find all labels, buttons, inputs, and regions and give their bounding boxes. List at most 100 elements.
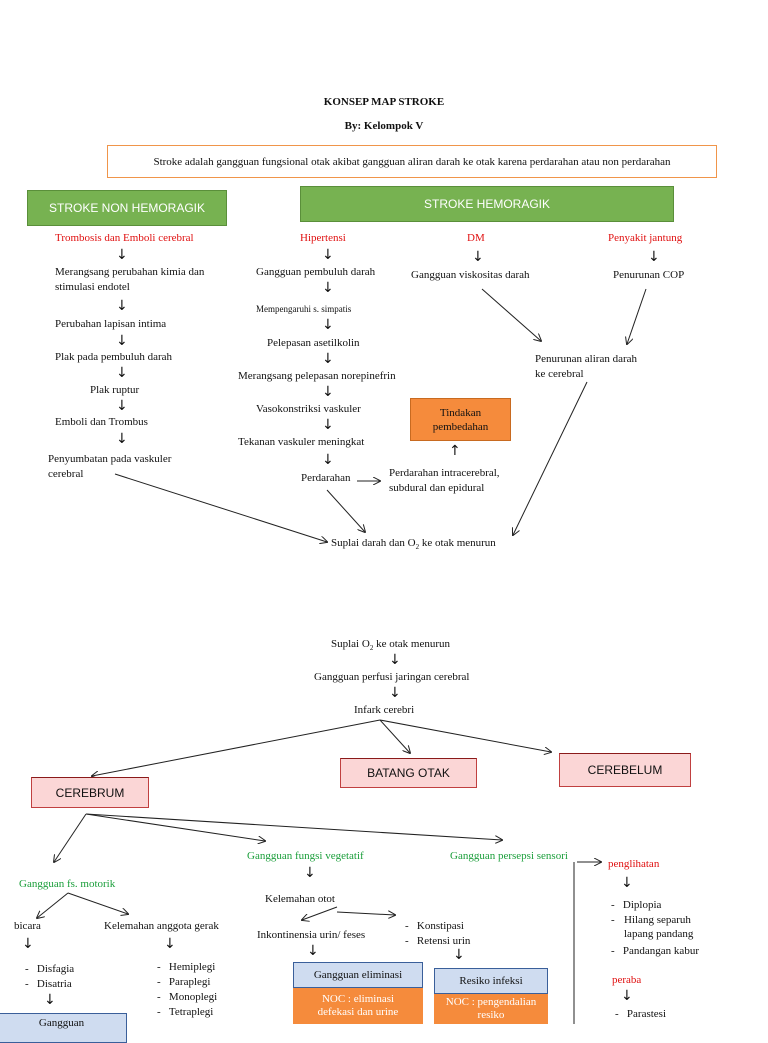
batang-otak-label: BATANG OTAK	[367, 766, 450, 780]
step-emboli: Emboli dan Trombus	[55, 416, 148, 428]
peraba-item-1-text: Parastesi	[626, 1008, 667, 1020]
down-arrow-icon: ↓	[116, 398, 128, 414]
step-simpatis: Mempengaruhi s. simpatis	[256, 304, 352, 314]
down-arrow-icon: ↓	[116, 333, 128, 349]
down-arrow-icon: ↓	[116, 431, 128, 447]
bicara-item-1-text: Disfagia	[36, 963, 75, 975]
section2-top-sub: 2	[369, 644, 374, 653]
konstipasi: - Konstipasi	[405, 920, 464, 932]
step-norepinefrin: Merangsang pelepasan norepinefrin	[238, 370, 396, 382]
step-perubahan-lapisan: Perubahan lapisan intima	[55, 318, 167, 330]
arrow-perdarahan-to-suplai	[326, 489, 365, 532]
down-arrow-icon: ↓	[472, 249, 484, 265]
sensori-label: Gangguan persepsi sensori	[450, 850, 568, 862]
cerebelum-label: CEREBELUM	[587, 763, 663, 777]
motorik-box-label: Gangguan	[38, 1017, 85, 1029]
cause-trombosis: Trombosis dan Emboli cerebral	[55, 232, 194, 244]
penglihatan-item-1-text: Diplopia	[622, 899, 662, 911]
down-arrow-icon: ↓	[389, 652, 401, 668]
down-arrow-icon: ↓	[322, 351, 334, 367]
cause-jantung: Penyakit jantung	[608, 232, 683, 244]
convergence-text: Suplai darah dan O2 ke otak menurun	[331, 536, 496, 554]
arrow-cerebrum-to-vegetatif	[85, 813, 265, 841]
step-plak: Plak pada pembuluh darah	[55, 351, 172, 363]
step-viskositas: Gangguan viskositas darah	[411, 269, 530, 281]
kelemahan-item-2: - Paraplegi	[157, 976, 211, 988]
down-arrow-icon: ↓	[322, 280, 334, 296]
eliminasi-box-label: Gangguan eliminasi	[313, 969, 403, 981]
cause-hipertensi: Hipertensi	[300, 232, 346, 244]
bicara-item-1: - Disfagia	[25, 963, 75, 975]
penglihatan-item-2-text: Hilang separuh lapang pandang	[624, 914, 694, 940]
peraba-item-1: - Parastesi	[615, 1008, 667, 1020]
kelemahan-otot: Kelemahan otot	[265, 893, 335, 905]
step-asetilkolin: Pelepasan asetilkolin	[267, 337, 360, 349]
down-arrow-icon: ↓	[322, 452, 334, 468]
down-arrow-icon: ↓	[453, 947, 465, 963]
batang-otak-box: BATANG OTAK	[340, 758, 477, 788]
section2-top: Suplai O2 ke otak menurun	[331, 637, 450, 655]
byline: By: Kelompok V	[344, 120, 424, 132]
arrow-otot-to-inkontinensia	[302, 906, 338, 920]
down-arrow-icon: ↓	[164, 936, 176, 952]
arrow-otot-to-konstipasi	[336, 912, 395, 915]
arrow-motorik-to-kelemahan	[67, 892, 128, 914]
step-vasokonstriksi: Vasokonstriksi vaskuler	[256, 403, 361, 415]
bicara-item-2: - Disatria	[25, 978, 72, 990]
infeksi-noc-label: NOC : pengendalian resiko	[445, 996, 537, 1021]
step-cerebral: cerebral	[48, 468, 84, 480]
motorik-box: Gangguan	[0, 1013, 127, 1043]
kelemahan-label: Kelemahan anggota gerak	[104, 920, 219, 932]
arrow-infark-to-cerebelum	[379, 719, 551, 752]
convergence-suffix: ke otak menurun	[419, 537, 496, 549]
eliminasi-box: Gangguan eliminasi	[293, 962, 423, 988]
retensi: - Retensi urin	[405, 935, 471, 947]
step-penyumbatan: Penyumbatan pada vaskuler	[48, 453, 172, 465]
section2-top-suffix: ke otak menurun	[373, 638, 450, 650]
eliminasi-noc-label: NOC : eliminasi defekasi dan urine	[317, 993, 399, 1018]
down-arrow-icon: ↓	[621, 988, 633, 1004]
retensi-text: Retensi urin	[416, 935, 471, 947]
arrow-penurunan-to-suplai	[513, 381, 588, 535]
step-tekanan: Tekanan vaskuler meningkat	[238, 436, 365, 448]
definition-text: Stroke adalah gangguan fungsional otak a…	[153, 155, 671, 168]
kelemahan-item-1: - Hemiplegi	[157, 961, 216, 973]
bleeding-types-1: Perdarahan intracerebral,	[389, 467, 500, 479]
penglihatan-item-3: - Pandangan kabur	[611, 945, 699, 957]
down-arrow-icon: ↓	[44, 992, 56, 1008]
surgery-box: Tindakan pembedahan	[410, 398, 511, 441]
konstipasi-text: Konstipasi	[416, 920, 464, 932]
convergence-sub: 2	[415, 543, 420, 552]
bicara-label: bicara	[14, 920, 41, 932]
down-arrow-icon: ↓	[307, 943, 319, 959]
down-arrow-icon: ↓	[22, 936, 34, 952]
cerebelum-box: CEREBELUM	[559, 753, 691, 787]
peraba-label: peraba	[612, 974, 642, 986]
arrow-penyumbatan-to-suplai	[114, 473, 327, 542]
cause-dm: DM	[467, 232, 485, 244]
step-gangguan-pembuluh: Gangguan pembuluh darah	[256, 266, 376, 278]
vegetatif-label: Gangguan fungsi vegetatif	[247, 850, 364, 862]
infeksi-box: Resiko infeksi	[434, 968, 548, 994]
up-arrow-icon: ↑	[449, 443, 461, 459]
down-arrow-icon: ↓	[621, 875, 633, 891]
down-arrow-icon: ↓	[322, 384, 334, 400]
cerebrum-label: CEREBRUM	[55, 785, 125, 800]
arrow-infark-to-batang	[379, 719, 410, 753]
infeksi-box-label: Resiko infeksi	[459, 975, 523, 987]
arrow-viskositas-to-penurunan	[481, 288, 541, 341]
surgery-label: Tindakan pembedahan	[432, 406, 489, 433]
penglihatan-item-3-text: Pandangan kabur	[622, 945, 699, 957]
infark-text: Infark cerebri	[354, 704, 415, 716]
inkontinensia: Inkontinensia urin/ feses	[257, 929, 366, 941]
step-penurunan-aliran: Penurunan aliran darah	[535, 353, 638, 365]
kelemahan-item-3: - Monoplegi	[157, 991, 218, 1003]
arrow-cop-to-penurunan	[627, 288, 647, 344]
penglihatan-item-1: - Diplopia	[611, 899, 662, 911]
down-arrow-icon: ↓	[322, 317, 334, 333]
motorik-label: Gangguan fs. motorik	[19, 878, 116, 890]
kelemahan-item-4-text: Tetraplegi	[168, 1006, 214, 1018]
convergence-prefix: Suplai darah dan O	[331, 537, 416, 549]
bleeding-types-2: subdural dan epidural	[389, 482, 485, 494]
